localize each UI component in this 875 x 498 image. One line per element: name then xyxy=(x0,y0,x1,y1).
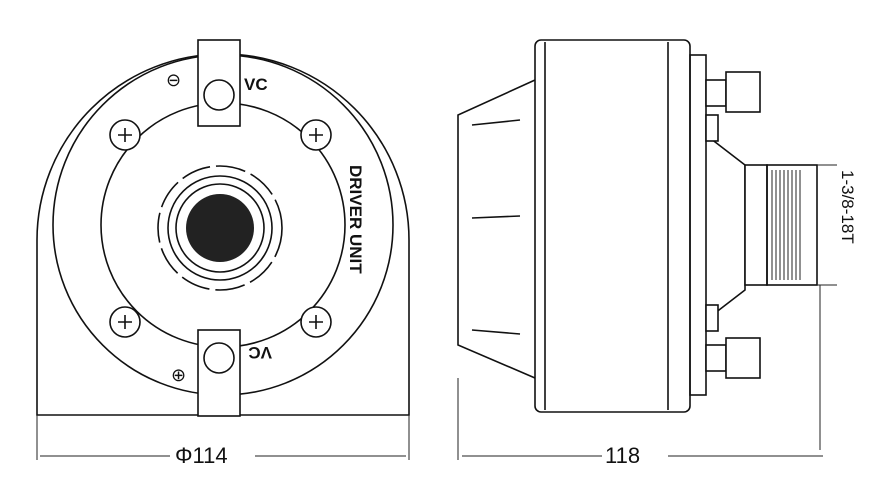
diameter-dimension: Φ114 xyxy=(175,443,228,468)
driver-unit-label: DRIVER UNIT xyxy=(346,165,365,274)
screw-icon xyxy=(109,119,141,151)
flare-ribs xyxy=(471,119,521,335)
back-plate xyxy=(689,54,707,396)
phase-plug-inner xyxy=(175,183,265,273)
polarity-negative: ⊖ xyxy=(166,70,181,90)
screw-icon xyxy=(300,119,332,151)
terminal-top-label: VC xyxy=(244,75,268,94)
rear-cover xyxy=(705,134,746,321)
terminal-bottom-label: VC xyxy=(248,343,272,362)
terminal-top xyxy=(725,71,761,113)
side-view: 118 1-3/8-18T xyxy=(457,39,857,468)
length-dimension: 118 xyxy=(605,443,640,468)
thread-section xyxy=(766,164,818,286)
magnet-body xyxy=(534,39,691,413)
phase-plug-ring xyxy=(157,165,283,291)
horn-flare xyxy=(457,79,536,379)
phase-plug-outer xyxy=(167,175,273,281)
terminal-bottom xyxy=(725,337,761,379)
screw-icon xyxy=(300,306,332,338)
front-view: VC VC ⊖ ⊕ DRIVER UNIT Φ114 xyxy=(36,39,410,468)
diameter-dimension-line xyxy=(36,415,410,460)
screw-icon xyxy=(109,306,141,338)
thread-dimension: 1-3/8-18T xyxy=(838,170,857,244)
polarity-positive: ⊕ xyxy=(171,365,186,385)
length-dimension-line xyxy=(457,164,837,460)
mesh-grille xyxy=(186,194,254,262)
